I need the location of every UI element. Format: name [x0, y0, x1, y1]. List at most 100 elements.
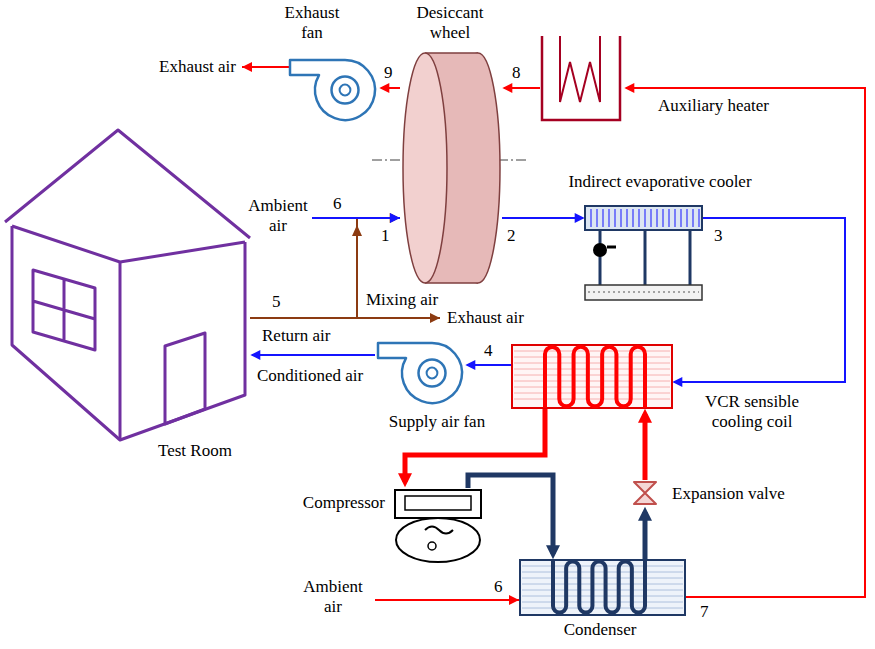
flow-label: Exhaust air	[447, 308, 524, 328]
equipment-node: Compressor	[393, 488, 483, 563]
house-outline	[12, 226, 245, 440]
component-label: Condenser	[564, 620, 637, 640]
equipment-node: Indirect evaporative cooler	[585, 204, 702, 302]
flow-label: Ambient air	[248, 196, 308, 237]
callout-number: 7	[700, 602, 709, 622]
fan-hub	[427, 368, 438, 379]
callout-number: 2	[507, 226, 516, 246]
component-label: Exhaust fan	[285, 3, 340, 44]
condenser-fin	[522, 578, 683, 579]
condenser-fin	[522, 596, 683, 597]
component-label: Auxiliary heater	[658, 96, 769, 116]
condenser-fin	[522, 602, 683, 603]
cooler-fin	[669, 209, 670, 227]
equipment-symbol	[512, 345, 672, 408]
house-outline	[33, 270, 95, 350]
coil-tube	[545, 347, 645, 408]
cooler-fin	[663, 209, 664, 227]
flow-connector	[626, 88, 865, 597]
component-label: Test Room	[158, 441, 232, 461]
callout-number: 4	[484, 341, 493, 361]
cooler-fin	[615, 209, 616, 227]
flow-label: Ambient air	[303, 577, 363, 618]
fan-housing	[378, 343, 462, 403]
water-pipe	[689, 230, 692, 285]
flow-label: Mixing air	[366, 290, 438, 310]
equipment-symbol	[5, 128, 250, 445]
callout-number: 1	[381, 226, 390, 246]
condenser-fin	[522, 572, 683, 573]
callout-number: 6	[333, 194, 342, 214]
cooler-fin	[699, 209, 700, 227]
wheel-face	[403, 53, 447, 283]
flow-label: Conditioned air	[257, 366, 363, 386]
cooler-fin	[657, 209, 658, 227]
equipment-symbol	[585, 204, 702, 302]
cooler-fin	[627, 209, 628, 227]
equipment-node: Desiccant wheel	[400, 52, 502, 285]
expansion-valve-symbol	[634, 482, 656, 504]
compressor-shaft	[428, 542, 436, 550]
cooler-exchanger	[585, 206, 702, 230]
cooler-fin	[693, 209, 694, 227]
cooler-fin	[687, 209, 688, 227]
equipment-node: Auxiliary heater	[540, 34, 624, 122]
house-outline	[165, 333, 205, 424]
water-tray	[585, 285, 702, 300]
flow-connector	[643, 414, 648, 480]
cooler-fin	[651, 209, 652, 227]
flow-connector	[643, 512, 648, 560]
fan-housing	[290, 60, 375, 120]
cooler-fin	[597, 209, 598, 227]
fan-hub	[340, 85, 351, 96]
heater-casing	[542, 36, 620, 120]
compressor-valve-plate	[405, 496, 471, 510]
coil-casing	[512, 345, 672, 408]
component-label: Indirect evaporative cooler	[568, 172, 751, 192]
compressor-body	[396, 518, 480, 562]
equipment-symbol	[375, 340, 465, 405]
cooler-fin	[603, 209, 604, 227]
fan-impeller	[419, 360, 446, 387]
cooler-fin	[609, 209, 610, 227]
flow-label: Return air	[262, 326, 330, 346]
component-label: Expansion valve	[672, 484, 785, 504]
pump-outlet	[607, 246, 616, 249]
flow-label: Exhaust air	[159, 57, 236, 77]
condenser-fin	[522, 566, 683, 567]
equipment-node: Expansion valve	[632, 480, 658, 506]
equipment-symbol	[287, 56, 379, 122]
component-label: Supply air fan	[389, 412, 485, 432]
equipment-symbol	[540, 34, 624, 122]
water-pipe	[644, 230, 647, 285]
water-level	[588, 292, 699, 293]
mixing-arrow-head	[352, 225, 362, 236]
condenser-fin	[522, 590, 683, 591]
cooler-fin	[681, 209, 682, 227]
ambient-air-arrow	[375, 599, 519, 601]
equipment-node: Test Room	[5, 128, 250, 445]
cooler-fin	[621, 209, 622, 227]
exhaust-air-arrow	[357, 317, 440, 319]
compressor-crank	[425, 527, 453, 534]
cooler-fin	[639, 209, 640, 227]
cooler-fin	[645, 209, 646, 227]
water-pipe	[599, 230, 602, 285]
water-pump	[593, 243, 607, 257]
equipment-node: Supply air fan	[375, 340, 465, 405]
heating-element	[560, 36, 600, 102]
fan-impeller	[332, 77, 359, 104]
ambient-air-arrow	[312, 217, 400, 219]
compressor-head	[395, 490, 481, 518]
flow-connector	[502, 217, 583, 219]
flow-connector	[381, 87, 400, 89]
equipment-symbol	[520, 560, 685, 615]
condenser-tube	[553, 560, 645, 613]
condenser-fin	[522, 608, 683, 609]
flow-connector	[252, 354, 375, 356]
cooler-fin	[633, 209, 634, 227]
condenser-fin	[522, 584, 683, 585]
callout-number: 6	[494, 577, 503, 597]
cooler-fin	[675, 209, 676, 227]
